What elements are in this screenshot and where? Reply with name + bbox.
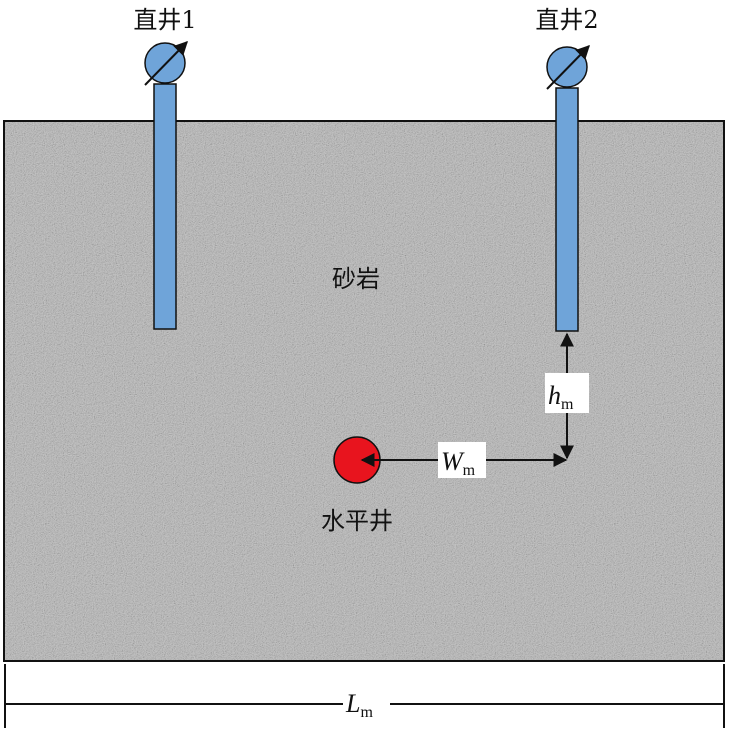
- well-2-pipe: [555, 87, 579, 332]
- vertical-well-1: [144, 40, 188, 330]
- h-dimension: hm: [545, 332, 589, 460]
- w-label: Wm: [441, 447, 476, 479]
- w-label-box: [438, 442, 486, 478]
- h-label: hm: [548, 381, 574, 413]
- rock-label: 砂岩: [332, 265, 380, 293]
- horizontal-well-label: 水平井: [321, 507, 393, 535]
- well-2-label: 直井2: [535, 6, 598, 34]
- sandstone-block: [3, 120, 725, 662]
- well-1-pipe: [153, 83, 177, 330]
- vertical-well-2: [546, 44, 590, 332]
- h-label-box: [545, 373, 589, 413]
- l-label: Lm: [345, 689, 373, 721]
- well-1-label: 直井1: [133, 6, 196, 34]
- l-dimension: Lm: [4, 664, 725, 728]
- w-dimension: Wm: [360, 442, 568, 479]
